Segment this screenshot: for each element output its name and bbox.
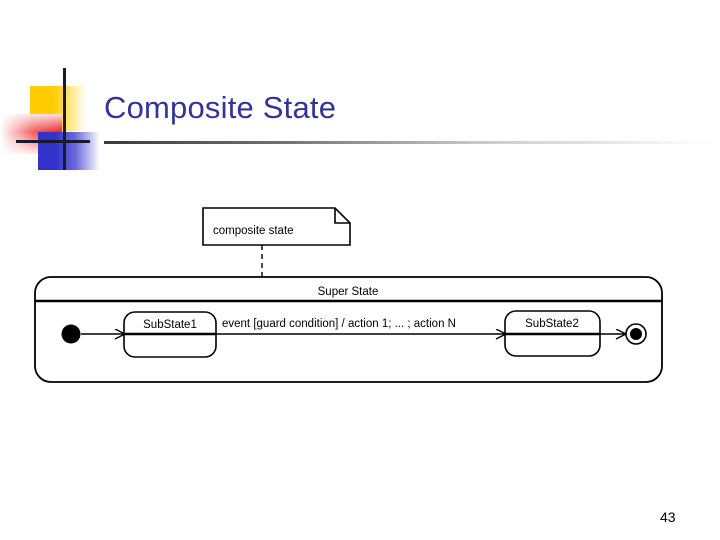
crosshair-horizontal-line [16,140,90,143]
substate1-node: SubState1 [123,311,217,358]
note-label: composite state [213,225,294,237]
substate2-node: SubState2 [504,310,601,357]
super-state-title: Super State [318,286,379,298]
transition-label: event [guard condition] / action 1; ... … [222,318,456,330]
title-decoration [0,60,200,170]
page-number: 43 [660,509,676,525]
crosshair-vertical-line [63,68,66,170]
substate2-label: SubState2 [525,318,579,330]
substate1-label: SubState1 [143,319,197,331]
composite-state-note: composite state [202,207,351,246]
page-title: Composite State [104,90,337,125]
title-divider [104,141,716,144]
final-state-node [625,323,647,345]
initial-state-node [61,324,81,344]
